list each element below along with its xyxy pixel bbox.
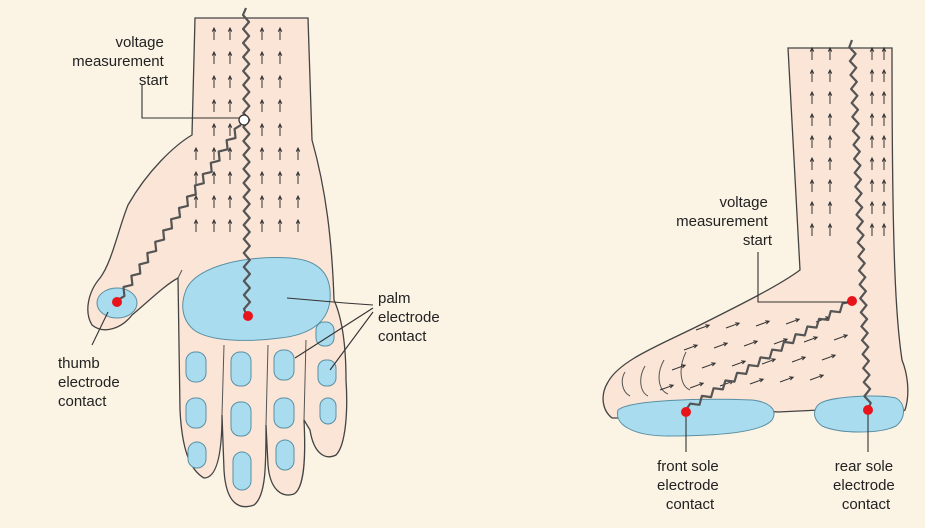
- front-sole-electrode-label: front sole electrode contact: [657, 458, 723, 513]
- thumb-electrode-label: thumb electrode contact: [58, 355, 124, 410]
- rear-sole-electrode-label: rear sole electrode contact: [833, 458, 899, 513]
- finger-pad: [231, 352, 251, 386]
- foot-voltage-label: voltage measurement start: [676, 194, 773, 249]
- rear-sole-contact-dot: [863, 405, 873, 415]
- finger-pad: [231, 402, 251, 436]
- foot-voltage-start-dot: [847, 296, 857, 306]
- hand-voltage-label: voltage measurement start: [72, 34, 169, 89]
- foot-electrodes: [617, 396, 903, 436]
- thumb-contact-dot: [112, 297, 122, 307]
- finger-pad: [320, 398, 336, 424]
- rear-sole-electrode-pad: [815, 396, 904, 432]
- finger-pad: [186, 352, 206, 382]
- finger-pad: [233, 452, 251, 490]
- finger-pad: [274, 398, 294, 428]
- finger-pad: [186, 398, 206, 428]
- finger-pad: [274, 350, 294, 380]
- finger-pad: [318, 360, 336, 386]
- front-sole-contact-dot: [681, 407, 691, 417]
- hand-voltage-start-marker: [239, 115, 249, 125]
- finger-pad: [188, 442, 206, 468]
- finger-pad: [276, 440, 294, 470]
- palm-electrode-label: palm electrode contact: [378, 290, 444, 345]
- palm-contact-dot: [243, 311, 253, 321]
